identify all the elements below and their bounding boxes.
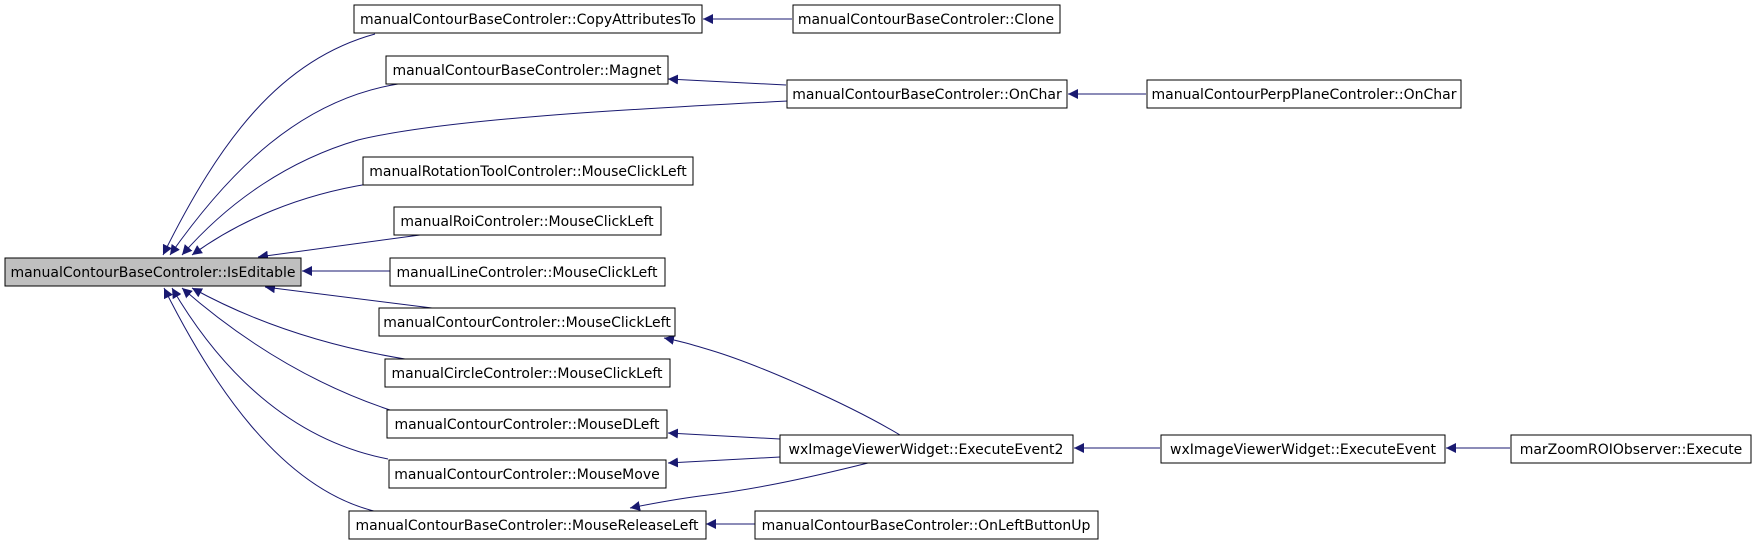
node-mousemove-label: manualContourControler::MouseMove xyxy=(394,467,659,483)
node-onleftbuttonup-label: manualContourBaseControler::OnLeftButton… xyxy=(762,518,1091,534)
edge-executeevent2-to-contourclickleft xyxy=(663,334,901,436)
node-circle-mouseclickleft[interactable]: manualCircleControler::MouseClickLeft xyxy=(384,358,671,388)
edge-layer xyxy=(162,14,1510,529)
edge-mousemove-to-iseditable xyxy=(171,287,389,460)
edge-onchar-to-magnet xyxy=(667,74,787,86)
node-magnet[interactable]: manualContourBaseControler::Magnet xyxy=(385,55,669,85)
edge-executeevent2-to-mousedleft xyxy=(667,428,781,440)
edge-mousereleaseleft-to-iseditable xyxy=(163,287,379,513)
node-clone[interactable]: manualContourBaseControler::Clone xyxy=(792,4,1061,34)
edge-executeevent2-to-mousereleaseleft xyxy=(629,462,869,511)
node-executeevent2-label: wxImageViewerWidget::ExecuteEvent2 xyxy=(789,442,1064,458)
node-onchar[interactable]: manualContourBaseControler::OnChar xyxy=(786,79,1068,109)
node-mousedleft[interactable]: manualContourControler::MouseDLeft xyxy=(386,409,668,439)
node-line-mouseclickleft[interactable]: manualLineControler::MouseClickLeft xyxy=(389,257,666,287)
node-perpplane-onchar[interactable]: manualContourPerpPlaneControler::OnChar xyxy=(1146,79,1462,109)
node-perpplane-onchar-label: manualContourPerpPlaneControler::OnChar xyxy=(1152,87,1457,103)
node-mousemove[interactable]: manualContourControler::MouseMove xyxy=(388,459,667,489)
node-mousereleaseleft-label: manualContourBaseControler::MouseRelease… xyxy=(355,518,699,534)
node-mousereleaseleft[interactable]: manualContourBaseControler::MouseRelease… xyxy=(348,510,707,540)
node-marzoom-execute[interactable]: marZoomROIObserver::Execute xyxy=(1510,434,1752,464)
node-rotationtool-mouseclickleft[interactable]: manualRotationToolControler::MouseClickL… xyxy=(362,156,694,186)
node-layer: manualContourBaseControler::IsEditable m… xyxy=(4,4,1752,540)
node-roi-mouseclickleft-label: manualRoiControler::MouseClickLeft xyxy=(400,214,654,230)
node-iseditable[interactable]: manualContourBaseControler::IsEditable xyxy=(4,257,302,287)
node-contour-mouseclickleft-label: manualContourControler::MouseClickLeft xyxy=(383,315,671,331)
edge-circlecontroler-to-iseditable xyxy=(191,287,406,360)
node-executeevent[interactable]: wxImageViewerWidget::ExecuteEvent xyxy=(1160,434,1446,464)
edge-executeevent2-to-mousemove xyxy=(667,456,781,468)
edge-contourclickleft-to-iseditable xyxy=(264,283,433,309)
node-rotationtool-mouseclickleft-label: manualRotationToolControler::MouseClickL… xyxy=(369,164,687,180)
edge-magnet-to-iseditable xyxy=(169,83,399,256)
node-circle-mouseclickleft-label: manualCircleControler::MouseClickLeft xyxy=(391,366,663,382)
node-executeevent-label: wxImageViewerWidget::ExecuteEvent xyxy=(1170,442,1437,458)
node-copyattributesto[interactable]: manualContourBaseControler::CopyAttribut… xyxy=(353,4,703,34)
edge-onchar-to-iseditable xyxy=(181,100,789,256)
node-marzoom-execute-label: marZoomROIObserver::Execute xyxy=(1520,442,1743,458)
edge-mousedleft-to-iseditable xyxy=(181,287,391,411)
node-mousedleft-label: manualContourControler::MouseDLeft xyxy=(394,417,660,433)
node-executeevent2[interactable]: wxImageViewerWidget::ExecuteEvent2 xyxy=(779,434,1074,464)
edge-rotationtool-to-iseditable xyxy=(191,183,369,256)
node-copyattributesto-label: manualContourBaseControler::CopyAttribut… xyxy=(360,12,696,28)
node-contour-mouseclickleft[interactable]: manualContourControler::MouseClickLeft xyxy=(378,307,676,337)
node-roi-mouseclickleft[interactable]: manualRoiControler::MouseClickLeft xyxy=(393,206,662,236)
node-line-mouseclickleft-label: manualLineControler::MouseClickLeft xyxy=(397,265,658,281)
node-magnet-label: manualContourBaseControler::Magnet xyxy=(392,63,662,79)
node-onleftbuttonup[interactable]: manualContourBaseControler::OnLeftButton… xyxy=(754,510,1099,540)
edge-roicontroler-to-iseditable xyxy=(257,234,421,261)
node-clone-label: manualContourBaseControler::Clone xyxy=(798,12,1054,28)
node-iseditable-label: manualContourBaseControler::IsEditable xyxy=(10,265,295,281)
edge-copyattributesto-to-iseditable xyxy=(162,33,376,256)
node-onchar-label: manualContourBaseControler::OnChar xyxy=(792,87,1062,103)
